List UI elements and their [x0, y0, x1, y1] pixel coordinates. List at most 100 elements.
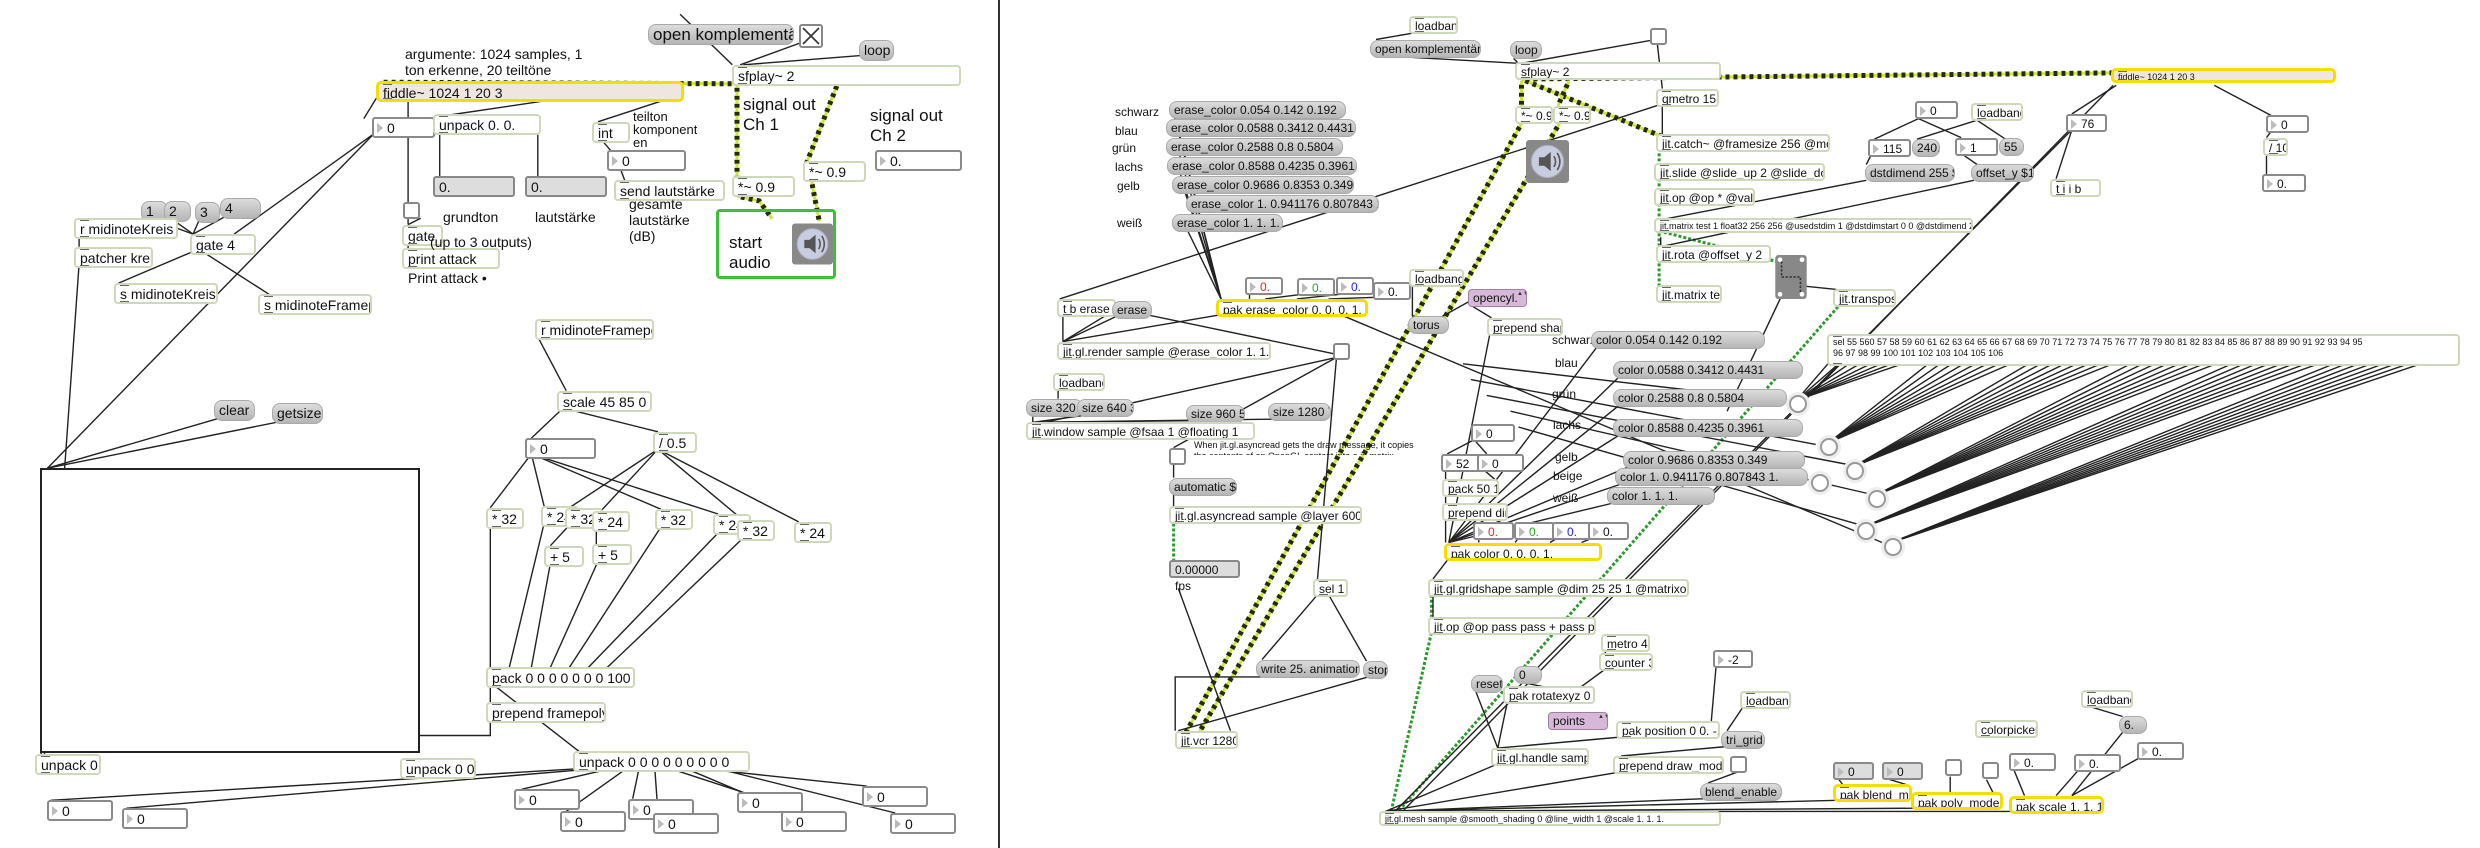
right-message-box-erase[interactable]: erase — [1112, 301, 1152, 319]
right-object-box-qmetro-15[interactable]: qmetro 15 — [1656, 89, 1719, 107]
right-object-box-sfplay-2[interactable]: sfplay~ 2 — [1515, 62, 1721, 80]
bang-button[interactable] — [1846, 462, 1864, 480]
right-object-box-10[interactable]: / 10 — [2263, 138, 2288, 156]
right-object-box-loadbang[interactable]: loadbang — [1053, 373, 1105, 391]
right-message-box-6[interactable]: 6. — [2119, 716, 2147, 734]
left-object-box-32[interactable]: * 32 — [737, 520, 775, 541]
right-number-box-76[interactable]: 76 — [2066, 114, 2107, 132]
ezdac-button[interactable] — [792, 217, 833, 271]
right-number-box-0[interactable]: 0 — [1471, 424, 1515, 442]
right-object-box-jit-gl-render-sample-erase-color-1-1-1-1[interactable]: jit.gl.render sample @erase_color 1. 1. … — [1057, 342, 1271, 360]
right-object-box-pak-color-0-0-0-1[interactable]: pak color 0. 0. 0. 1. — [1444, 543, 1602, 561]
left-object-box-prepend-framepoly[interactable]: prepend framepoly — [486, 702, 606, 723]
right-object-box-jit-op-op-val-18[interactable]: jit.op @op * @val 18. — [1654, 188, 1755, 206]
right-object-box-fiddle-1024-1-20-3[interactable]: fiddle~ 1024 1 20 3 — [2111, 68, 2336, 83]
right-message-box-tri-grid[interactable]: tri_grid — [1721, 731, 1765, 749]
right-object-box-jit-matrix-test-1-float32-256-256-usedst[interactable]: jit.matrix test 1 float32 256 256 @useds… — [1654, 218, 1973, 233]
right-message-box-write-25-animation-max[interactable]: write 25. animation max — [1256, 660, 1360, 678]
right-message-box-color-1-1-1[interactable]: color 1. 1. 1. — [1607, 487, 1715, 505]
right-object-box-jit-window-sample-fsaa-1-floating-1[interactable]: jit.window sample @fsaa 1 @floating 1 — [1026, 422, 1255, 440]
right-message-box-loop[interactable]: loop — [1510, 41, 1542, 59]
left-object-box-r-midinotekreis[interactable]: r midinoteKreis — [74, 218, 178, 239]
left-object-box-32[interactable]: * 32 — [486, 508, 524, 529]
right-message-box-size-1280-720[interactable]: size 1280 720 — [1268, 403, 1331, 421]
right-object-box-pak-poly-mode-1-1[interactable]: pak poly_mode 1 1 — [1911, 792, 2003, 810]
right-number-box-0[interactable]: 0. — [1514, 522, 1555, 540]
right-number-box-0[interactable]: 0 — [1915, 101, 1958, 119]
toggle[interactable] — [1333, 343, 1350, 360]
left-number-box-0[interactable]: 0 — [525, 438, 596, 459]
left-object-box-fiddle-1024-1-20-3[interactable]: fiddle~ 1024 1 20 3 — [376, 81, 684, 102]
left-flonum-display-0[interactable]: 0. — [525, 176, 607, 197]
right-message-box-size-960-540[interactable]: size 960 540 — [1186, 405, 1245, 423]
right-number-box-0[interactable]: 0 — [1882, 762, 1923, 780]
right-object-box-pak-scale-1-1-1[interactable]: pak scale 1. 1. 1. — [2009, 796, 2104, 814]
toggle[interactable] — [1169, 448, 1186, 465]
right-message-box-0[interactable]: 0 — [1514, 666, 1542, 684]
toggle[interactable] — [403, 202, 420, 219]
left-number-box-0[interactable]: 0 — [560, 811, 626, 832]
right-message-box-240[interactable]: 240. — [1912, 139, 1940, 157]
right-number-box-0[interactable]: 0. — [1473, 522, 1514, 540]
toggle[interactable] — [1945, 759, 1962, 776]
start-audio-panel[interactable] — [716, 209, 836, 279]
left-object-box-0-5[interactable]: / 0.5 — [653, 432, 697, 453]
bang-button[interactable] — [1868, 490, 1886, 508]
right-flonum-display-0-00000[interactable]: 0.00000 — [1169, 560, 1240, 578]
right-object-box-metro-40[interactable]: metro 40 — [1601, 634, 1650, 652]
left-object-box-patcher-kreis[interactable]: patcher kreis — [74, 247, 153, 268]
right-object-box-0-9[interactable]: *~ 0.9 — [1553, 106, 1591, 124]
right-message-box-55[interactable]: 55 — [1999, 138, 2024, 156]
right-message-box-dstdimend-255-1[interactable]: dstdimend 255 $1 — [1865, 164, 1955, 182]
right-number-box-0[interactable]: 0. — [1373, 282, 1411, 300]
bang-button[interactable] — [1820, 438, 1838, 456]
left-number-box-0[interactable]: 0. — [875, 150, 962, 171]
right-number-box-0[interactable]: 0. — [1336, 277, 1374, 295]
right-object-box-prepend-dim[interactable]: prepend dim — [1442, 503, 1508, 521]
left-object-box-unpack-0-0[interactable]: unpack 0. 0. — [433, 114, 541, 135]
right-object-box-loadbang[interactable]: loadbang — [1409, 269, 1464, 287]
right-object-box-colorpicker[interactable]: colorpicker — [1975, 720, 2038, 738]
right-number-box-115[interactable]: 115 — [1868, 139, 1911, 157]
right-object-box-loadbang[interactable]: loadbang — [1740, 691, 1791, 709]
left-object-box-scale-45-85-0-10[interactable]: scale 45 85 0 10 — [557, 391, 652, 412]
right-object-box-jit-rota-offset-y-2[interactable]: jit.rota @offset_y 2 — [1656, 245, 1771, 263]
right-message-box-erase-color-0-9686-0-8353-0-349[interactable]: erase_color 0.9686 0.8353 0.349 — [1172, 176, 1354, 194]
left-object-box-send-lautstärke[interactable]: send lautstärke — [614, 180, 725, 201]
left-object-box-s-midinotekreis[interactable]: s midinoteKreis — [114, 283, 218, 304]
right-object-box-sel-55-560-57-58-59-60-61-62-63-64-65-66[interactable]: sel 55 560 57 58 59 60 61 62 63 64 65 66… — [1827, 334, 2460, 366]
right-message-box-color-0-0588-0-3412-0-4431[interactable]: color 0.0588 0.3412 0.4431 — [1613, 361, 1803, 379]
right-number-box-0[interactable]: 0. — [1245, 277, 1283, 295]
right-number-box-1[interactable]: 1 — [1955, 138, 1998, 156]
left-object-box-5[interactable]: + 5 — [592, 544, 632, 565]
right-message-box-reset[interactable]: reset — [1471, 675, 1503, 693]
right-object-box-pak-rotatexyz-0-0-0[interactable]: pak rotatexyz 0 0 0 — [1503, 686, 1595, 704]
right-number-box-0[interactable]: 0. — [2009, 753, 2056, 771]
right-message-box-erase-color-1-0-941176-0-807843-1[interactable]: erase_color 1. 0.941176 0.807843 1. — [1186, 195, 1379, 213]
left-message-box-loop[interactable]: loop — [859, 40, 894, 61]
left-object-box-0-9[interactable]: *~ 0.9 — [732, 176, 795, 197]
right-message-box-erase-color-0-054-0-142-0-192[interactable]: erase_color 0.054 0.142 0.192 — [1169, 101, 1346, 119]
left-number-box-0[interactable]: 0 — [737, 792, 803, 813]
right-number-box-0[interactable]: 0. — [1588, 522, 1629, 540]
right-object-box-jit-matrix-test[interactable]: jit.matrix test — [1656, 285, 1722, 303]
left-object-box-unpack-0-0-0-0-0-0-0-0-0[interactable]: unpack 0 0 0 0 0 0 0 0 0 — [573, 751, 750, 772]
right-message-box-size-640-360[interactable]: size 640 360 — [1077, 399, 1134, 417]
right-number-box-2[interactable]: -2 — [1713, 650, 1753, 668]
left-number-box-0[interactable]: 0 — [47, 800, 113, 821]
right-object-box-pack-50-1[interactable]: pack 50 1 — [1442, 479, 1499, 497]
right-object-box-counter-360[interactable]: counter 360 — [1599, 653, 1653, 671]
left-message-box-getsize[interactable]: getsize — [272, 403, 323, 424]
right-object-box-sel-1-0[interactable]: sel 1 0 — [1313, 579, 1348, 597]
right-object-box-prepend-draw-mode[interactable]: prepend draw_mode — [1613, 756, 1724, 774]
right-object-box-pak-erase-color-0-0-0-1[interactable]: pak erase_color 0. 0. 0. 1. — [1216, 299, 1368, 317]
left-number-box-0[interactable]: 0 — [607, 150, 686, 171]
left-object-box-gate-4[interactable]: gate 4 — [190, 234, 256, 255]
right-message-box-automatic-1[interactable]: automatic $1 — [1169, 478, 1237, 496]
left-flonum-display-0[interactable]: 0. — [433, 176, 515, 197]
right-number-box-0[interactable]: 0. — [2074, 754, 2121, 772]
right-object-box-loadbang[interactable]: loadbang — [1971, 103, 2023, 121]
left-number-box-0[interactable]: 0 — [653, 813, 719, 834]
left-number-box-0[interactable]: 0 — [781, 811, 847, 832]
